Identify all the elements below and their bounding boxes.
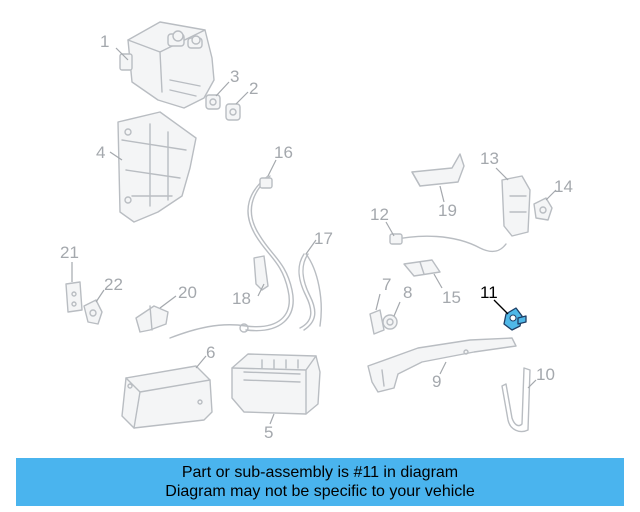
leader-3 (215, 81, 230, 97)
part-21-bracket (65, 281, 83, 313)
callout-1: 1 (100, 32, 109, 51)
callout-9: 9 (432, 372, 441, 391)
leader-5 (269, 413, 275, 425)
leader-19 (439, 185, 445, 203)
leader-22 (95, 289, 105, 303)
part-17-cable (298, 253, 322, 331)
callout-18: 18 (232, 289, 251, 308)
banner-line-2: Diagram may not be specific to your vehi… (165, 483, 475, 500)
leader-14 (545, 189, 557, 201)
part-20-bracket (135, 305, 169, 333)
part-11-highlighted-sensor[interactable] (503, 307, 527, 331)
leader-10 (527, 379, 537, 389)
part-9-long-bracket (367, 337, 517, 393)
leader-15 (433, 273, 443, 289)
callout-6: 6 (206, 343, 215, 362)
callout-5: 5 (264, 423, 273, 442)
part-5-relay-box (231, 353, 321, 415)
part-12-sensor-cable (389, 233, 507, 253)
part-7-connector (369, 309, 385, 335)
callout-16: 16 (274, 143, 293, 162)
leader-9 (439, 361, 447, 375)
callout-8: 8 (403, 283, 412, 302)
leader-2 (235, 91, 249, 105)
callout-3: 3 (230, 67, 239, 86)
callout-10: 10 (536, 365, 555, 384)
callout-11: 11 (480, 283, 498, 302)
leader-20 (159, 295, 177, 309)
part-15-clip (403, 259, 441, 277)
leader-6 (195, 355, 207, 369)
part-13-sensor-bracket (501, 175, 531, 237)
leader-11 (493, 299, 509, 315)
part-4-bracket (117, 111, 197, 223)
info-banner: Part or sub-assembly is #11 in diagram D… (16, 458, 624, 506)
callout-21: 21 (60, 243, 79, 262)
callout-13: 13 (480, 149, 499, 168)
part-3-grommet (205, 94, 221, 110)
leader-4 (109, 151, 123, 161)
callout-4: 4 (96, 143, 105, 162)
banner-line-1: Part or sub-assembly is #11 in diagram (181, 464, 459, 481)
callout-15: 15 (442, 288, 461, 307)
part-22-clip (83, 299, 103, 325)
part-2-mount (225, 103, 241, 121)
callout-12: 12 (370, 205, 389, 224)
callout-17: 17 (314, 229, 333, 248)
callout-7: 7 (382, 275, 391, 294)
callout-19: 19 (438, 201, 457, 220)
part-16-sensor-cable (169, 175, 294, 339)
callout-22: 22 (104, 275, 123, 294)
callout-20: 20 (178, 283, 197, 302)
part-1-abs-unit (119, 21, 215, 109)
leader-18 (257, 283, 265, 297)
part-18-bracket (253, 255, 269, 291)
leader-13 (495, 167, 509, 181)
leader-1 (115, 47, 129, 61)
leader-12 (385, 221, 395, 237)
leader-8 (393, 301, 401, 317)
callout-14: 14 (554, 177, 573, 196)
part-14-sensor (533, 197, 553, 221)
parts-diagram: 1 3 2 4 21 22 20 (60, 21, 573, 442)
part-6-control-module (121, 365, 213, 429)
part-19-bracket (411, 153, 465, 187)
part-8-grommet (382, 314, 398, 330)
leader-16 (267, 159, 277, 177)
leader-7 (375, 293, 381, 311)
leader-17 (305, 239, 317, 255)
callout-2: 2 (249, 79, 258, 98)
part-10-u-bracket (501, 367, 531, 433)
